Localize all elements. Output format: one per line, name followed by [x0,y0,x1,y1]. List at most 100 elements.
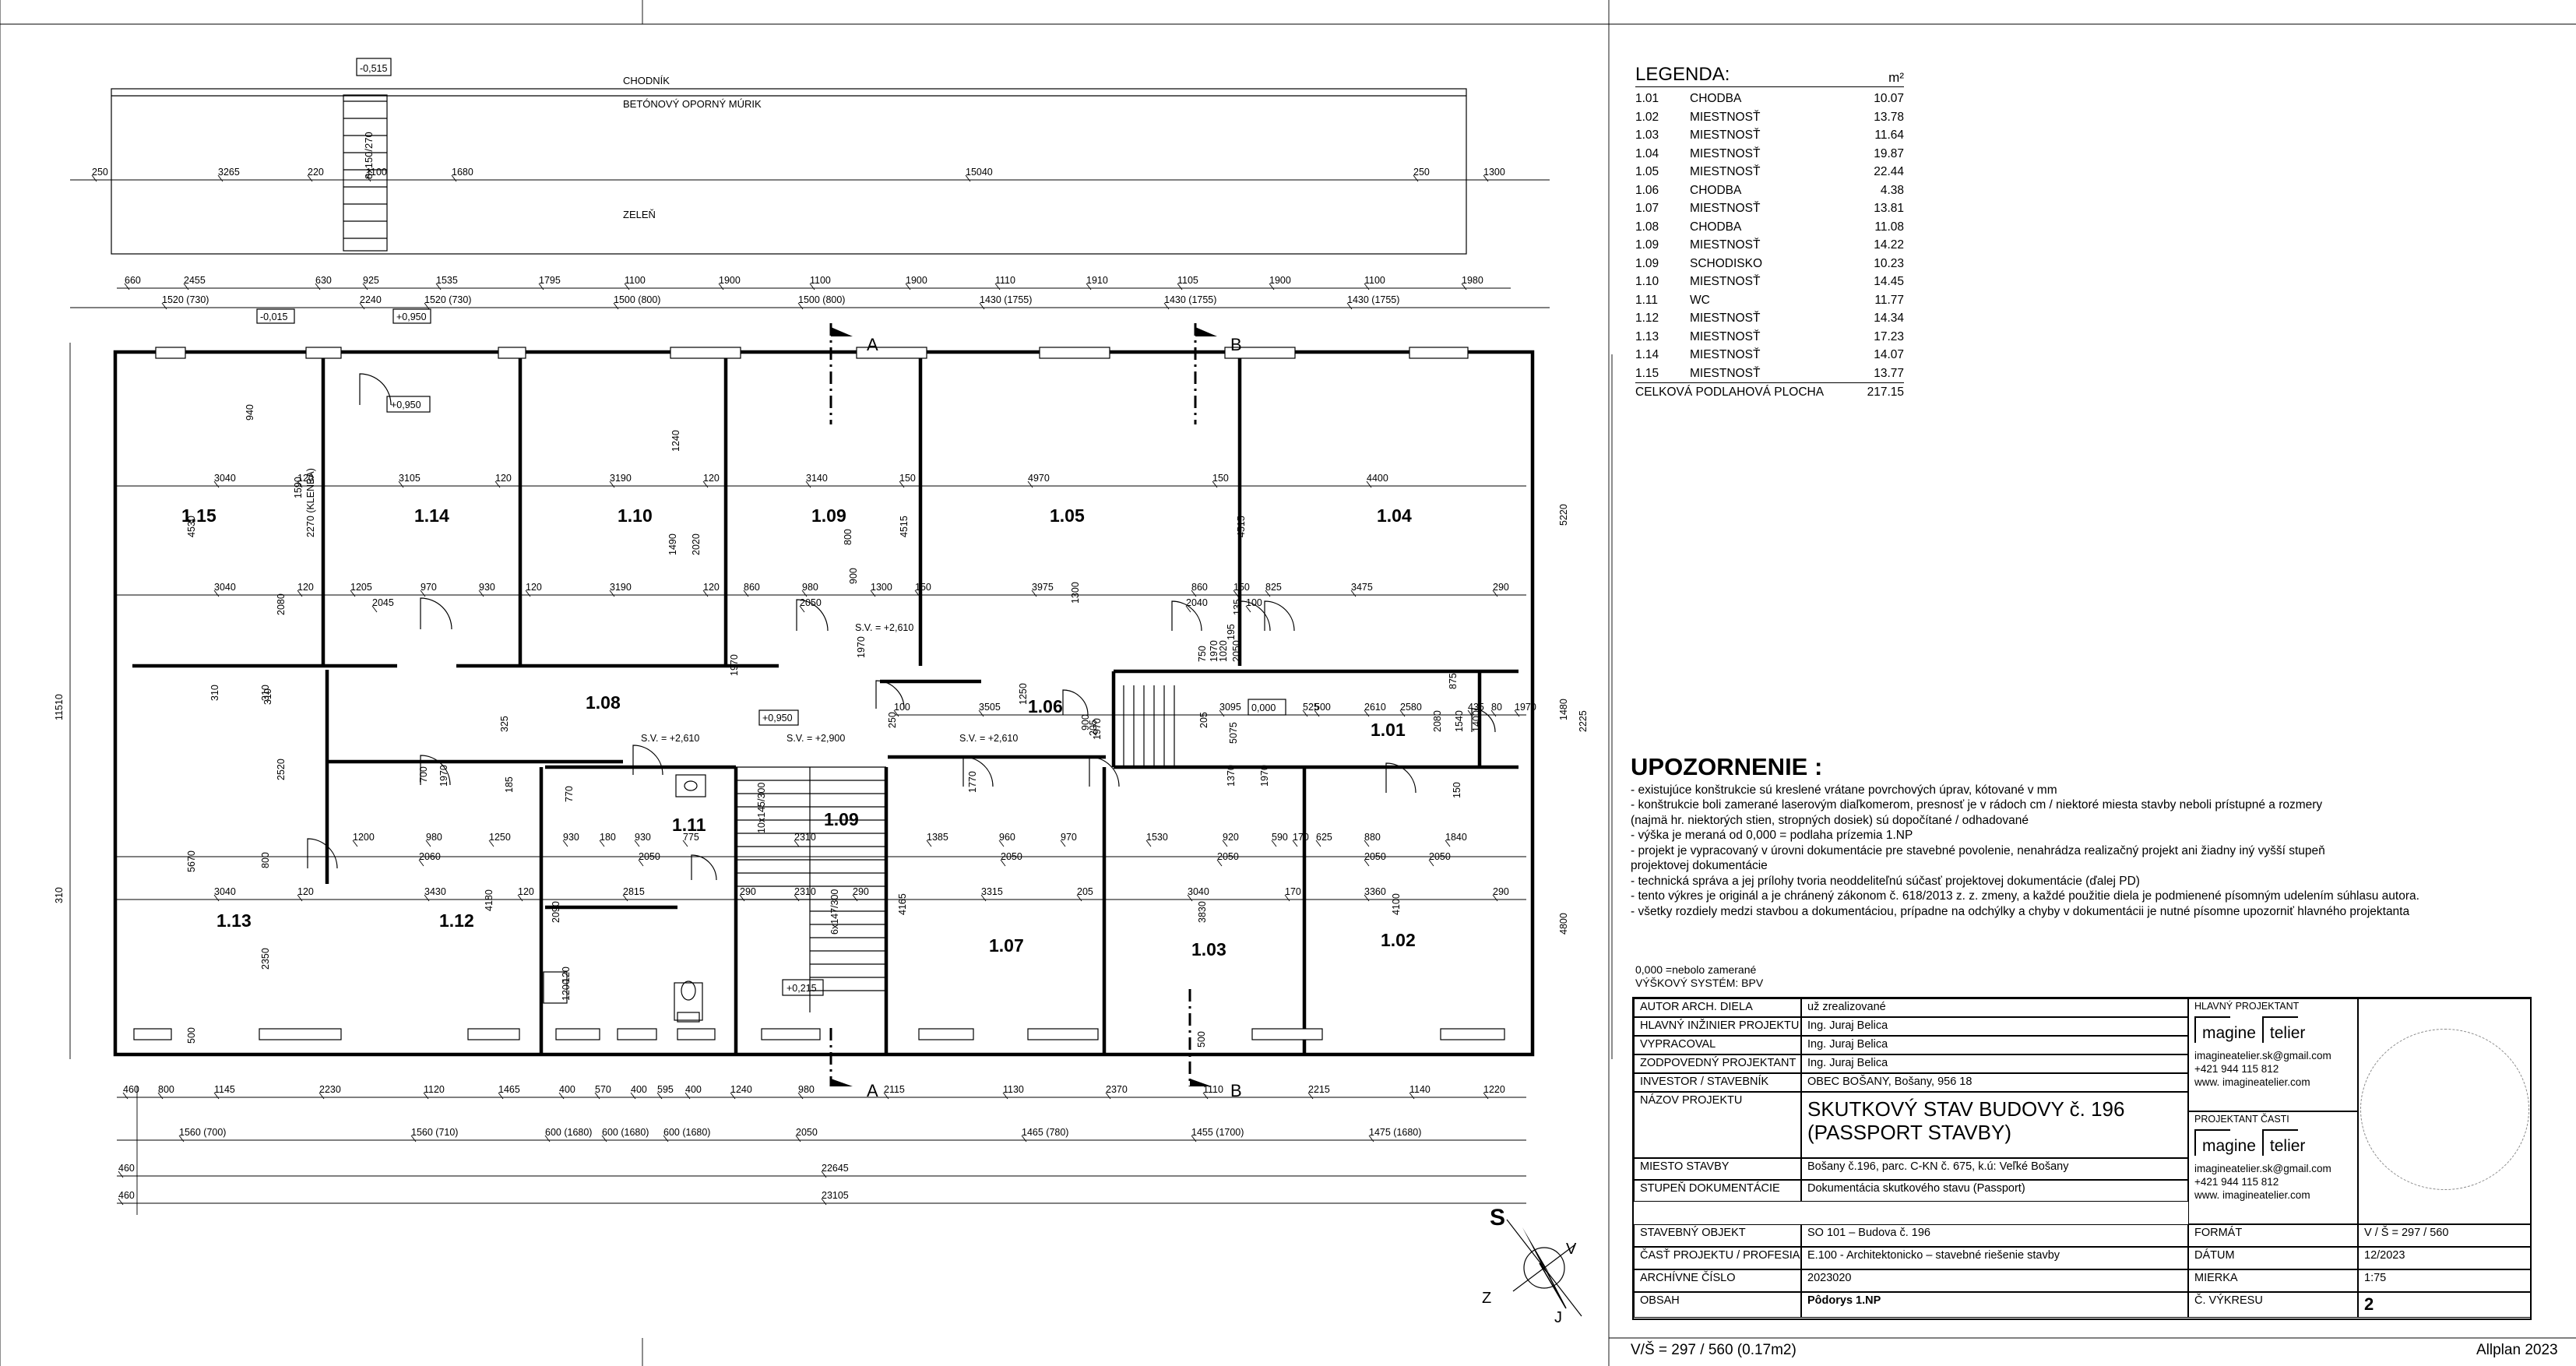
tb-archiv-label: ARCHÍVNE ČÍSLO [1634,1269,1801,1292]
dim-value: 3360 [1364,886,1386,897]
dim-value: 3190 [610,473,632,484]
dim-value: 1455 (1700) [1191,1127,1244,1138]
legend-area: 11.64 [1874,129,1904,142]
door-swing [1471,708,1496,733]
tb-pc-label: PROJEKTANT ČASTI [2194,1114,2289,1125]
window-bottom [1251,1028,1323,1040]
legend-area: 14.07 [1874,348,1904,361]
dim-value: 120 [495,473,512,484]
dim-value: 290 [740,886,756,897]
dim-value: 3975 [1032,582,1054,593]
room-number: 1.06 [1028,696,1063,716]
dim-value: 940 [245,404,255,421]
dim-value: 1465 (780) [1022,1127,1068,1138]
legend-total-value: 217.15 [1867,386,1904,399]
dim-value: 100 [1246,597,1262,608]
window-bottom [677,1028,716,1040]
dim-value: 135 [1232,599,1243,615]
zero-note-line1: 0,000 =nebolo zamerané [1635,963,1757,976]
dim-value: 770 [564,786,575,802]
dim-value: 1970 [1259,765,1270,787]
dim-value: 2225 [1578,710,1589,732]
dim-value: 2240 [360,294,382,305]
tb-cislo-label: Č. VÝKRESU [2188,1292,2358,1318]
dim-value: 5075 [1228,722,1239,744]
legend-area: 14.45 [1874,275,1904,288]
window-top [155,347,186,359]
legend-no: 1.06 [1635,183,1659,197]
legend-area: 10.23 [1874,256,1904,270]
dim-value: 660 [125,275,141,286]
dim-value: 600 (1680) [545,1127,592,1138]
dim-value: 150 [1233,582,1250,593]
dimension-lines-interior [117,485,1526,900]
legend-area: 13.78 [1874,110,1904,124]
room-number: 1.05 [1050,505,1085,526]
dim-value: 630 [315,275,332,286]
dim-value: 100 [894,702,910,713]
dim-value: 2040 [1186,597,1208,608]
dim-value: 2580 [1400,702,1422,713]
legend-area: 11.08 [1874,220,1904,234]
note-line: - projekt je vypracovaný v úrovni dokume… [1631,843,2325,857]
dim-value: 290 [1493,582,1509,593]
legend-name: MIESTNOSŤ [1690,312,1761,325]
dim-value: 920 [1223,832,1239,843]
dim-value: 120 [526,582,542,593]
tb-pc-phone: +421 944 115 812 [2194,1176,2279,1188]
door-swing [1171,600,1202,632]
dim-value: 980 [802,582,818,593]
tb-pc-email: imagineatelier.sk@gmail.com [2194,1163,2331,1174]
dim-value: 2610 [1364,702,1386,713]
door-swing [420,597,452,630]
dim-value: 1100 [810,275,831,286]
legend-title: LEGENDA: [1635,64,1730,85]
dim-value: 930 [635,832,651,843]
door-swing [1062,689,1089,716]
tb-autor-label: AUTOR ARCH. DIELA [1634,998,1801,1017]
dim-value: 1385 [927,832,948,843]
window-bottom [1440,1028,1505,1040]
north-arrow: S V Z J [1482,1205,1582,1326]
dim-value: 290 [1493,886,1509,897]
dim-value: 4180 [484,889,494,911]
dim-value: 3190 [610,582,632,593]
dim-value: 1530 [1146,832,1168,843]
dim-value: 120 [518,886,534,897]
dim-value: 3040 [214,473,236,484]
room-number: 1.11 [672,815,706,835]
dim-value: 1020 [1218,640,1229,662]
door-swing [875,680,905,709]
level-corridor-106: S.V. = +2,610 [959,733,1018,744]
footer-format: V/Š = 297 / 560 (0.17m2) [1631,1342,1797,1358]
dim-value: 1465 [498,1084,520,1095]
dim-value: 1490 [667,533,678,555]
note-line: - výška je meraná od 0,000 = podlaha prí… [1631,829,1913,842]
dim-value: 170 [1293,832,1309,843]
tb-stupen-value: Dokumentácia skutkového stavu (Passport) [1801,1180,2188,1202]
dim-value: 1500 (800) [798,294,845,305]
note-line: - technická správa a jej prílohy tvoria … [1631,874,2140,888]
door-swing [1240,600,1271,632]
dim-value: 1590 [293,477,304,498]
dim-value: 2050 [639,851,660,862]
dim-value: 185 [504,776,515,793]
dims-bottom-windows: 1560 (700)1560 (710)600 (1680)600 (1680)… [178,1127,1421,1142]
window-bottom [467,1028,520,1040]
tb-miesto-value: Bošany č.196, parc. C-KN č. 675, k.ú: Ve… [1801,1158,2188,1180]
window-bottom [761,1028,821,1040]
dim-value: 1370 [1226,765,1237,787]
dim-value: 460 [118,1190,135,1201]
dim-value: 750 [1197,646,1208,662]
legend-no: 1.15 [1635,366,1659,380]
dim-value: 1535 [436,275,458,286]
dim-value: 3040 [1188,886,1209,897]
